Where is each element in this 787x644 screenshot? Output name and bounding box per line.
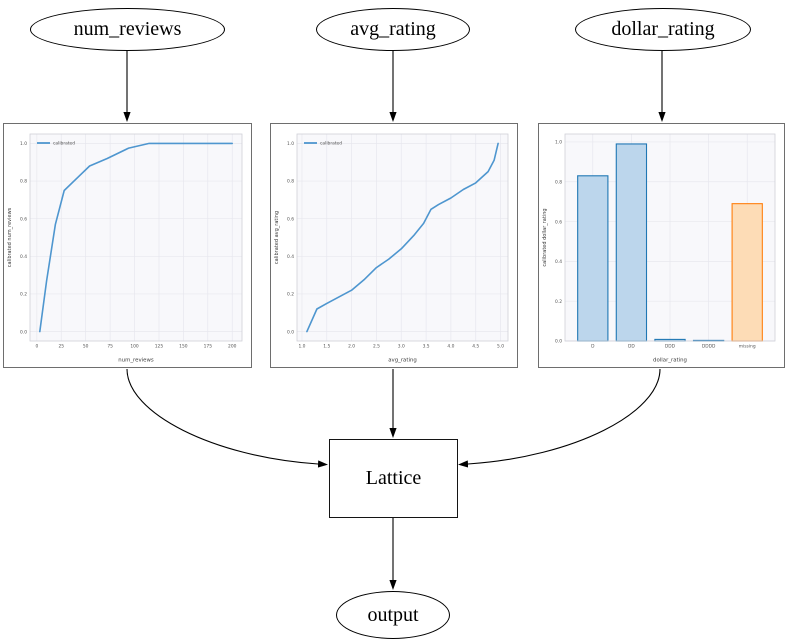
num-reviews-calibration-chart: 0 25 50 75 100 125 150 175 200 0.0 0.2 0.4 0.6 0.8 1.0…	[7, 133, 243, 364]
node-num-reviews-label: num_reviews	[73, 18, 182, 40]
node-avg-rating: avg_rating	[316, 8, 470, 51]
node-lattice-label: Lattice	[365, 467, 422, 489]
svg-text:avg_rating: avg_rating	[388, 358, 417, 364]
svg-text:2.0: 2.0	[348, 344, 355, 350]
svg-text:0.2: 0.2	[555, 299, 562, 305]
svg-text:DD: DD	[628, 344, 635, 350]
svg-text:175: 175	[204, 344, 213, 350]
edge-calibrator-num-reviews-to-lattice	[126, 368, 328, 468]
svg-text:calibrated: calibrated	[320, 141, 342, 147]
node-num-reviews: num_reviews	[30, 8, 225, 51]
svg-text:DDD: DDD	[665, 344, 676, 350]
svg-text:0.4: 0.4	[555, 259, 562, 265]
svg-text:calibrated dollar_rating: calibrated dollar_rating	[542, 208, 548, 266]
svg-text:5.0: 5.0	[497, 344, 504, 350]
svg-text:D: D	[591, 344, 595, 350]
svg-text:0.0: 0.0	[20, 329, 27, 335]
svg-text:1.5: 1.5	[323, 344, 330, 350]
svg-text:50: 50	[83, 344, 89, 350]
svg-text:1.0: 1.0	[298, 344, 305, 350]
svg-text:0.8: 0.8	[555, 179, 562, 185]
calibrator-plot-avg-rating: 1.0 1.5 2.0 2.5 3.0 3.5 4.0 4.5 5.0 0.0 0.2 0.4 0.6 0…	[270, 123, 518, 368]
svg-text:0.8: 0.8	[20, 179, 27, 185]
svg-text:0: 0	[35, 344, 38, 350]
svg-text:1.0: 1.0	[20, 141, 27, 147]
svg-text:2.5: 2.5	[373, 344, 380, 350]
svg-text:100: 100	[130, 344, 139, 350]
node-output: output	[336, 591, 450, 639]
avg-rating-calibration-chart: 1.0 1.5 2.0 2.5 3.0 3.5 4.0 4.5 5.0 0.0 0.2 0.4 0.6 0…	[274, 133, 509, 364]
svg-text:DDDD: DDDD	[702, 344, 716, 350]
svg-text:4.0: 4.0	[447, 344, 454, 350]
svg-text:calibrated avg_rating: calibrated avg_rating	[274, 211, 280, 264]
svg-text:calibrated: calibrated	[53, 141, 75, 147]
svg-text:3.0: 3.0	[398, 344, 405, 350]
node-avg-rating-label: avg_rating	[350, 18, 436, 40]
svg-text:75: 75	[107, 344, 113, 350]
svg-text:1.0: 1.0	[555, 140, 562, 146]
svg-text:0.2: 0.2	[20, 292, 27, 298]
node-dollar-rating: dollar_rating	[575, 8, 751, 51]
svg-text:200: 200	[228, 344, 237, 350]
svg-text:0.2: 0.2	[287, 292, 294, 298]
svg-text:dollar_rating: dollar_rating	[653, 358, 687, 364]
node-output-label: output	[367, 603, 419, 626]
edge-calibrator-dollar-rating-to-lattice	[458, 368, 661, 468]
svg-text:3.5: 3.5	[423, 344, 430, 350]
svg-text:25: 25	[58, 344, 64, 350]
svg-text:0.4: 0.4	[287, 254, 294, 260]
svg-text:calibrated num_reviews: calibrated num_reviews	[7, 207, 13, 267]
svg-text:0.0: 0.0	[287, 329, 294, 335]
svg-text:0.6: 0.6	[287, 216, 294, 222]
node-dollar-rating-label: dollar_rating	[611, 18, 715, 40]
calibrator-plot-num-reviews: 0 25 50 75 100 125 150 175 200 0.0 0.2 0.4 0.6 0.8 1.0…	[3, 123, 252, 368]
svg-text:0.8: 0.8	[287, 179, 294, 185]
svg-text:0.6: 0.6	[555, 219, 562, 225]
svg-text:125: 125	[155, 344, 164, 350]
svg-text:0.4: 0.4	[20, 254, 27, 260]
svg-text:4.5: 4.5	[472, 344, 479, 350]
svg-text:num_reviews: num_reviews	[118, 358, 154, 364]
svg-text:missing: missing	[739, 344, 756, 350]
node-lattice: Lattice	[329, 439, 458, 518]
svg-text:1.0: 1.0	[287, 141, 294, 147]
svg-text:0.0: 0.0	[555, 339, 562, 345]
svg-text:150: 150	[179, 344, 188, 350]
svg-text:0.6: 0.6	[20, 216, 27, 222]
